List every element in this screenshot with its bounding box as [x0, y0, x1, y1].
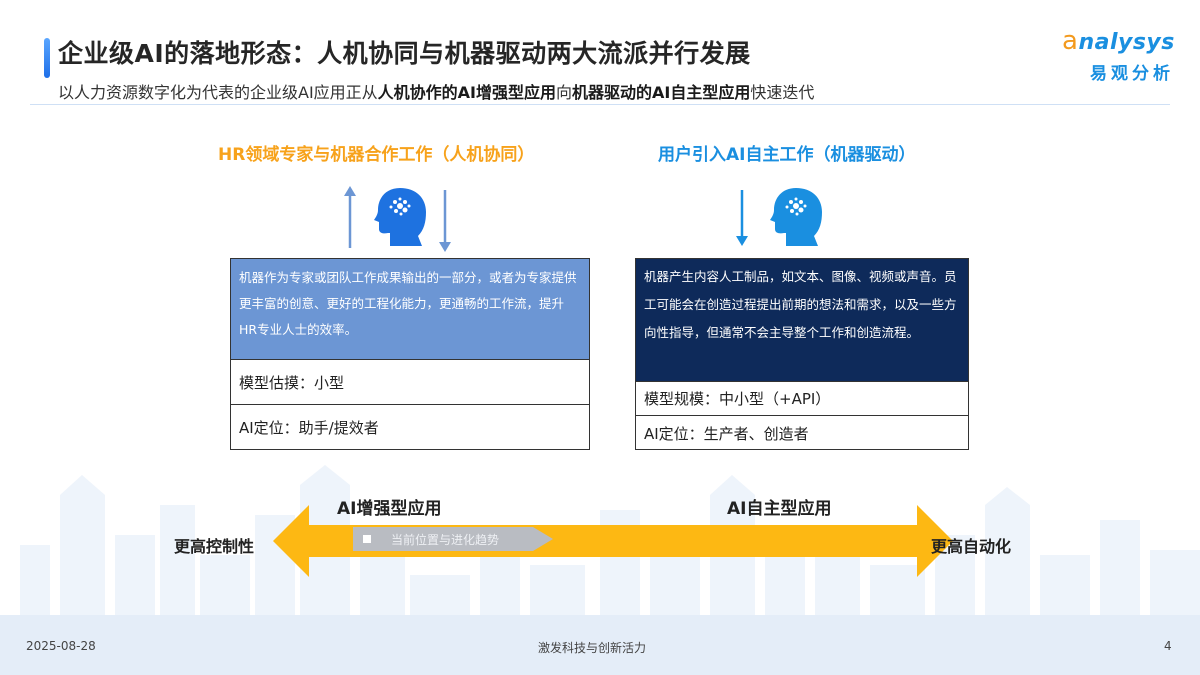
city-skyline-background: [0, 465, 1200, 675]
ai-head-icon: [770, 186, 822, 246]
model-scale-row: 模型估摸：小型: [231, 360, 589, 405]
machine-driven-card: 机器产生内容人工制品，如文本、图像、视频或声音。员工可能会在创造过程提出前期的想…: [635, 258, 969, 450]
subtitle-emphasis: 人机协作的AI增强型应用: [377, 83, 557, 102]
right-column-title: 用户引入AI自主工作（机器驱动）: [658, 145, 916, 165]
legend-text: 当前位置与进化趋势: [391, 533, 500, 547]
subtitle-part: 快速迭代: [750, 83, 815, 102]
ai-role-row: AI定位：生产者、创造者: [644, 424, 809, 443]
header-divider: [30, 104, 1170, 105]
arrow-down-icon: [439, 190, 451, 252]
ai-augmented-label: AI增强型应用: [337, 499, 442, 519]
ai-head-icon: [374, 186, 426, 246]
subtitle-part: 以人力资源数字化为代表的企业级AI应用正从: [58, 83, 378, 102]
human-machine-collab-card: 机器作为专家或团队工作成果输出的一部分，或者为专家提供更丰富的创意、更好的工程化…: [230, 258, 590, 450]
page-number: 4: [1164, 639, 1172, 653]
model-scale-row: 模型规模：中小型（+API）: [636, 382, 968, 416]
higher-automation-label: 更高自动化: [931, 537, 1012, 556]
logo-wordmark: analysys: [1062, 26, 1175, 56]
card-description: 机器作为专家或团队工作成果输出的一部分，或者为专家提供更丰富的创意、更好的工程化…: [231, 259, 589, 360]
arrow-down-icon: [736, 190, 748, 246]
page-subtitle: 以人力资源数字化为代表的企业级AI应用正从人机协作的AI增强型应用向机器驱动的A…: [58, 79, 814, 103]
title-accent-bar: [44, 38, 50, 78]
left-column-title: HR领域专家与机器合作工作（人机协同）: [218, 145, 535, 165]
ai-role-row: AI定位：助手/提效者: [239, 419, 379, 437]
arrow-up-icon: [344, 186, 356, 248]
analysys-logo: analysys 易观分析: [1062, 26, 1182, 86]
ai-autonomous-label: AI自主型应用: [727, 499, 832, 519]
legend-current-position: 当前位置与进化趋势: [353, 527, 553, 551]
footer-slogan: 激发科技与创新活力: [538, 641, 647, 655]
higher-control-label: 更高控制性: [174, 537, 255, 556]
legend-marker-icon: [363, 535, 371, 543]
card-description: 机器产生内容人工制品，如文本、图像、视频或声音。员工可能会在创造过程提出前期的想…: [636, 259, 968, 382]
logo-chinese-name: 易观分析: [1090, 64, 1174, 84]
double-headed-arrow: [273, 505, 953, 577]
page-title: 企业级AI的落地形态：人机协同与机器驱动两大流派并行发展: [58, 39, 751, 68]
subtitle-emphasis: 机器驱动的AI自主型应用: [572, 83, 751, 102]
footer-date: 2025-08-28: [26, 639, 96, 653]
subtitle-part: 向: [556, 83, 573, 102]
